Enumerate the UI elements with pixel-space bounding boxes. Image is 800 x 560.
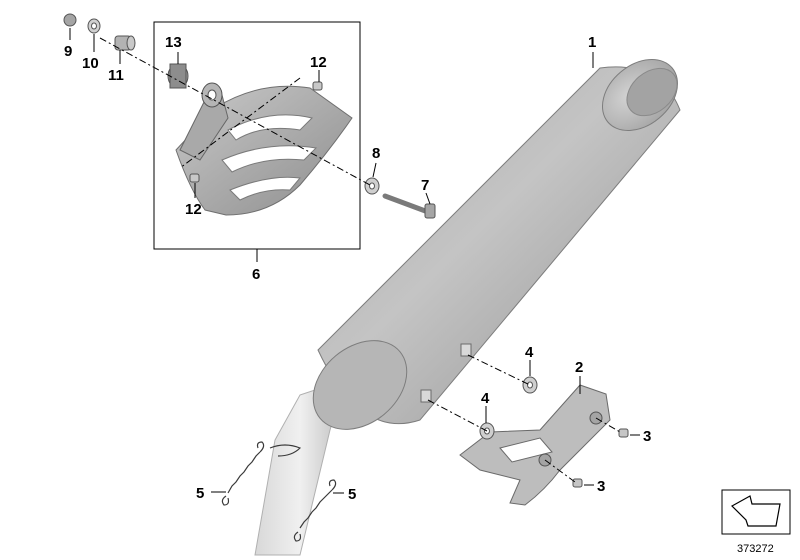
bushing-small [114,35,136,51]
callout-13: 13 [165,34,182,51]
washer [87,18,101,34]
callout-6: 6 [252,266,260,283]
callout-3: 3 [597,478,605,495]
bushing [167,63,189,89]
screw [312,81,323,91]
reference-stamp: 373272 [721,489,791,555]
bolt [382,193,436,219]
callout-5: 5 [196,485,204,502]
leader-lines [69,28,640,494]
washer [364,177,380,195]
callout-4: 4 [525,344,534,361]
callout-11: 11 [108,67,124,84]
muffler [254,59,681,556]
spring [221,441,302,506]
callout-2: 2 [575,359,583,376]
spring [293,479,337,542]
callout-4: 4 [481,390,490,407]
callout-9: 9 [64,43,72,60]
stamp-arrow-icon [731,495,781,527]
screw [572,478,583,488]
callout-1: 1 [588,34,596,51]
callout-12: 12 [185,201,202,218]
heat-shield [175,85,353,216]
callouts: 1 2 3 3 4 4 5 5 6 7 8 9 10 11 12 12 13 [64,34,651,503]
callout-3: 3 [643,428,651,445]
screw [189,173,200,183]
callout-10: 10 [82,55,99,72]
grommet [201,82,223,108]
washer [522,376,538,394]
callout-8: 8 [372,145,380,162]
nut [63,13,77,27]
callout-5: 5 [348,486,356,503]
reference-number: 373272 [737,543,774,555]
callout-12: 12 [310,54,327,71]
screw [618,428,629,438]
callout-7: 7 [421,177,429,194]
assembly-axis [99,37,621,483]
